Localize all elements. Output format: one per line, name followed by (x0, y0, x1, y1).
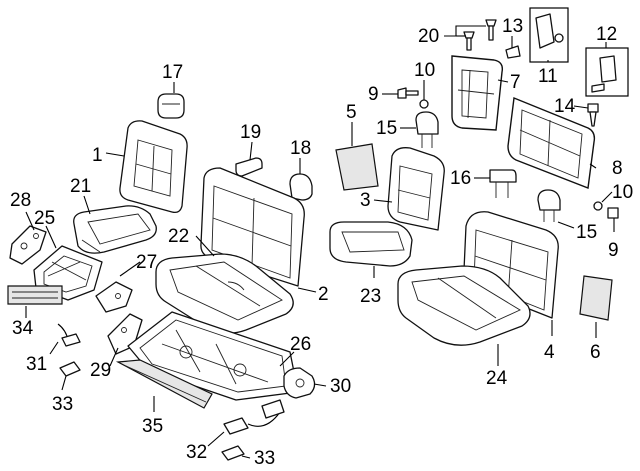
callout-33b: 33 (254, 448, 275, 469)
callout-26: 26 (290, 334, 311, 355)
callout-4: 4 (544, 342, 555, 363)
seat-back-part-1 (119, 120, 188, 214)
bolt-part-9b (607, 207, 619, 219)
washer-part-10a (419, 99, 429, 109)
callout-10b: 10 (612, 182, 633, 203)
callout-15a: 15 (376, 118, 397, 139)
headrest-part-18 (289, 173, 313, 201)
hinge-part-11 (529, 7, 569, 63)
latch-part-12 (585, 47, 629, 97)
bracket-part-27 (95, 281, 133, 313)
headrest-part-17 (157, 93, 185, 119)
callout-25: 25 (34, 208, 55, 229)
recliner-part-30 (283, 367, 316, 399)
callout-9b: 9 (608, 240, 619, 261)
clip-part-13 (505, 45, 521, 59)
callout-19: 19 (240, 122, 261, 143)
cable-part-31 (57, 323, 81, 347)
headrest-part-15b (537, 189, 561, 222)
bolt-part-14 (587, 103, 599, 127)
strap-part-26b (261, 399, 285, 419)
callout-23: 23 (360, 286, 381, 307)
bench-cushion-part-4 (397, 265, 531, 346)
headrest-part-15a (415, 111, 439, 148)
callout-29: 29 (90, 360, 111, 381)
callout-30: 30 (330, 376, 351, 397)
trim-rail-part-35 (115, 359, 213, 409)
callout-28: 28 (10, 190, 31, 211)
seat-frame-part-7 (451, 55, 504, 131)
callout-2: 2 (318, 284, 329, 305)
washer-part-10b (593, 201, 603, 211)
callout-7: 7 (510, 72, 521, 93)
panel-part-6 (579, 275, 613, 321)
bolt-part-20 (463, 19, 497, 51)
callout-24: 24 (486, 368, 508, 389)
callout-numbers: 1 17 21 28 25 27 34 31 33 19 18 22 2 29 … (10, 16, 633, 469)
bolt-part-9a (397, 87, 419, 99)
callout-21: 21 (70, 176, 91, 197)
seat-back-part-3 (387, 147, 445, 231)
bracket-part-28 (9, 225, 47, 265)
headrest-part-16 (489, 169, 517, 198)
callout-14: 14 (554, 96, 576, 117)
callout-12: 12 (596, 24, 617, 45)
callout-32: 32 (186, 442, 207, 463)
seat-frame-part-8 (507, 97, 596, 189)
callout-35: 35 (142, 416, 163, 437)
callout-11: 11 (538, 66, 558, 87)
callout-15b: 15 (576, 222, 597, 243)
seat-cushion-part-23 (329, 221, 413, 267)
seat-cushion-part-21 (73, 205, 157, 254)
callout-22: 22 (168, 226, 189, 247)
callout-27: 27 (136, 252, 157, 273)
clip-part-33b (221, 445, 245, 461)
leader-lines (25, 25, 615, 459)
callout-34: 34 (12, 318, 34, 339)
panel-part-5 (335, 143, 379, 191)
callout-3: 3 (360, 190, 371, 211)
callout-5: 5 (346, 102, 357, 123)
clip-part-33a (59, 361, 81, 377)
cover-part-19 (235, 157, 263, 177)
callout-6: 6 (590, 342, 601, 363)
callout-20: 20 (418, 26, 439, 47)
callout-10a: 10 (414, 60, 435, 81)
trim-panel-part-34 (7, 285, 63, 305)
callout-16: 16 (450, 168, 471, 189)
bench-cushion-part-2 (155, 253, 294, 334)
callout-1: 1 (92, 145, 103, 166)
callout-13: 13 (502, 16, 523, 37)
callout-31: 31 (26, 354, 47, 375)
callout-9a: 9 (368, 84, 379, 105)
callout-17: 17 (162, 62, 183, 83)
cable-part-32 (223, 411, 281, 435)
callout-33a: 33 (52, 394, 73, 415)
callout-18: 18 (290, 138, 311, 159)
callout-8: 8 (612, 158, 623, 179)
